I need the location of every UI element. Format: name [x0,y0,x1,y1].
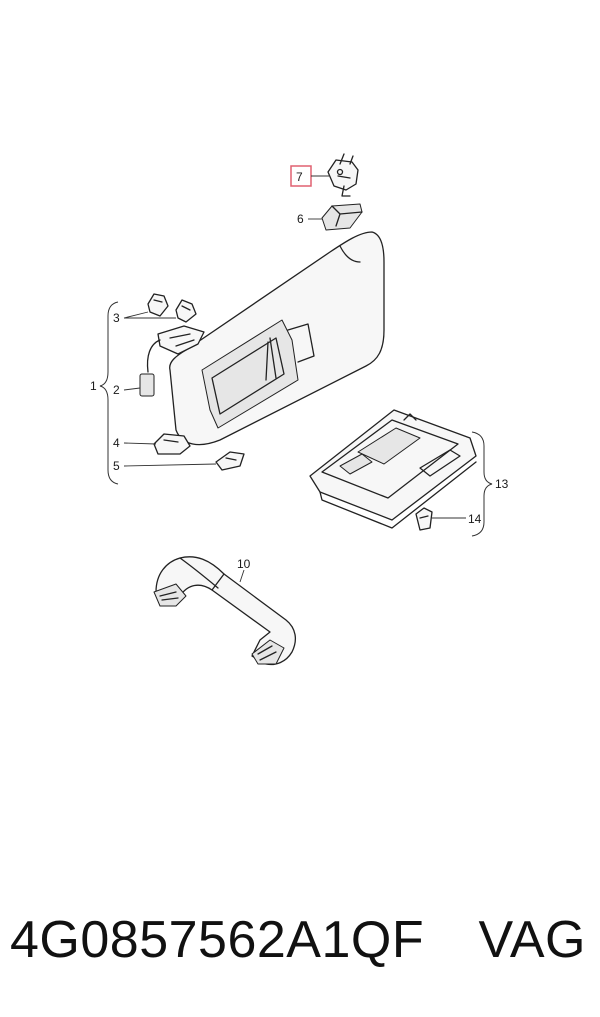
interior-light-housing [309,409,477,529]
callout-13: 13 [495,477,509,491]
part-3-clips [147,293,197,323]
part-2-hinge-wiring [139,325,205,397]
part-10-grab-handle [153,556,297,666]
callout-1: 1 [90,379,97,393]
part-7-clip [327,153,359,197]
part-14-clip [415,507,433,531]
part-number: 4G0857562A1QF [10,911,425,969]
brand-label: VAG [478,911,586,969]
footer: 4G0857562A1QF VAG [10,900,600,980]
part-5-cover [215,451,245,471]
callout-7: 7 [296,170,303,184]
bracket-group-13 [471,431,493,537]
parts-exploded-diagram: 7 6 1 3 2 4 [90,153,509,666]
callout-5: 5 [113,459,120,473]
sun-visor [169,231,385,446]
callout-14: 14 [468,512,482,526]
part-4-holder [153,433,191,455]
callout-2: 2 [113,383,120,397]
callout-10: 10 [237,557,251,571]
callout-3: 3 [113,311,120,325]
part-6-cover-cap [321,203,363,231]
callout-6: 6 [297,212,304,226]
callout-4: 4 [113,436,120,450]
bracket-group-1 [99,301,119,485]
